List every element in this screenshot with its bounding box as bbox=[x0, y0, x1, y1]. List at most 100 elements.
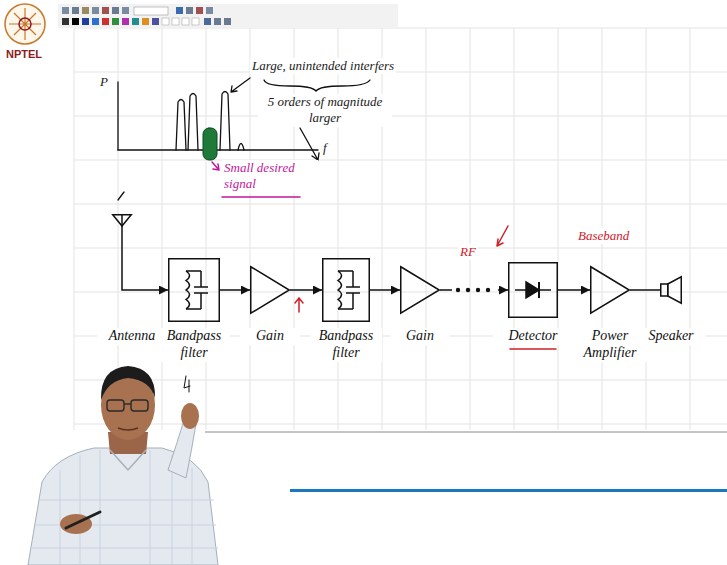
annotations bbox=[184, 162, 556, 392]
axis-label: P bbox=[98, 74, 110, 90]
block-caption: Antenna bbox=[97, 328, 167, 345]
color-swatch bbox=[122, 18, 129, 25]
antenna-symbol bbox=[113, 215, 132, 242]
filter-outline bbox=[323, 259, 370, 322]
grid-line bbox=[470, 28, 471, 430]
antenna-symbol bbox=[112, 214, 132, 242]
annotation: 5 orders of magnitude larger bbox=[258, 94, 392, 127]
detector-box: Detector bbox=[508, 262, 558, 318]
signal-connector bbox=[440, 289, 508, 291]
tool-icon bbox=[196, 7, 203, 14]
detector-outline bbox=[509, 263, 558, 318]
tool-icon bbox=[204, 18, 211, 25]
color-swatch bbox=[132, 18, 139, 25]
glasses bbox=[107, 400, 124, 411]
grid-line bbox=[74, 380, 727, 381]
amplifier-triangle bbox=[401, 267, 440, 314]
logo-core bbox=[19, 18, 31, 30]
pen-mark bbox=[118, 192, 124, 200]
color-swatch bbox=[112, 18, 119, 25]
bandpass-filter-box bbox=[322, 258, 370, 322]
block-caption: Speaker bbox=[636, 328, 706, 345]
annotation: Large, unintended interfers bbox=[250, 58, 396, 74]
power-amplifier: Power Amplifier bbox=[590, 266, 630, 314]
tool-icon bbox=[102, 7, 109, 14]
logo-ring bbox=[5, 4, 45, 44]
block-caption: Detector bbox=[493, 328, 573, 345]
grid-line bbox=[250, 28, 251, 430]
signal-connector bbox=[630, 289, 660, 291]
grid-line bbox=[74, 72, 727, 73]
color-swatch bbox=[102, 18, 109, 25]
continuation-dot bbox=[466, 288, 470, 292]
tool-icon bbox=[122, 7, 129, 14]
block-caption: Bandpass filter bbox=[310, 328, 382, 362]
grid-line bbox=[558, 28, 559, 430]
glasses bbox=[124, 403, 131, 404]
block-caption: Bandpass filter bbox=[158, 328, 230, 362]
tool-icon bbox=[62, 7, 69, 14]
capacitor-symbol bbox=[194, 271, 208, 309]
speaker-magnet bbox=[661, 284, 668, 296]
tool-icon bbox=[72, 7, 79, 14]
detector-box bbox=[509, 263, 558, 318]
grid-line bbox=[338, 28, 339, 430]
red-underline bbox=[510, 348, 556, 350]
shirt bbox=[28, 448, 218, 565]
tool-icon bbox=[112, 7, 119, 14]
color-swatch bbox=[162, 18, 169, 25]
color-swatch bbox=[142, 18, 149, 25]
bandpass-filter-box: Bandpass filter bbox=[168, 258, 220, 322]
gain-amplifier: Gain bbox=[250, 266, 290, 314]
color-swatch bbox=[152, 18, 159, 25]
grid-line bbox=[646, 28, 647, 430]
tool-icon bbox=[206, 7, 213, 14]
tool-icon bbox=[82, 7, 89, 14]
speaker-symbol bbox=[661, 277, 682, 304]
hand bbox=[181, 403, 199, 429]
gain-amplifier bbox=[400, 266, 440, 314]
signal-connector bbox=[290, 289, 322, 291]
bandpass-filter-box bbox=[168, 258, 220, 322]
toolbar-strip bbox=[58, 4, 398, 28]
speaker-cone bbox=[668, 277, 682, 304]
desired-signal-blob bbox=[203, 128, 217, 160]
y-axis bbox=[117, 82, 118, 150]
toolbar bbox=[58, 4, 398, 28]
speaker-symbol: Speaker bbox=[660, 276, 682, 304]
signal-connector bbox=[220, 289, 250, 291]
power-amplifier bbox=[590, 266, 630, 314]
antenna-mast bbox=[121, 215, 123, 242]
grid-line bbox=[74, 160, 727, 161]
x-axis bbox=[118, 149, 318, 150]
presenter bbox=[28, 366, 218, 565]
grid-line bbox=[426, 28, 427, 430]
brace bbox=[264, 80, 370, 91]
tool-icon bbox=[176, 7, 183, 14]
small-peak bbox=[238, 144, 244, 151]
gain-amplifier bbox=[401, 267, 440, 314]
grid-line bbox=[162, 28, 163, 430]
tool-icon bbox=[214, 18, 221, 25]
annotation: Small desired signal bbox=[222, 160, 318, 193]
signal-connector bbox=[370, 289, 400, 291]
grid-line bbox=[382, 28, 383, 430]
hair bbox=[101, 366, 155, 400]
grid bbox=[74, 28, 727, 430]
filter-wire bbox=[186, 271, 201, 309]
slide-frame bbox=[205, 432, 727, 492]
grid-line bbox=[294, 28, 295, 430]
inductor-symbol bbox=[186, 271, 190, 309]
axis-label: f bbox=[321, 140, 329, 156]
gain-amplifier: Gain bbox=[400, 266, 440, 314]
mouth bbox=[118, 428, 138, 430]
color-swatch bbox=[182, 18, 189, 25]
color-swatch bbox=[82, 18, 89, 25]
gain-amplifier bbox=[251, 267, 290, 314]
filter-outline bbox=[169, 259, 220, 322]
bandpass-filter-box bbox=[323, 259, 370, 322]
inductor-symbol bbox=[338, 271, 342, 309]
red-arrow bbox=[295, 298, 303, 312]
bandpass-filter-box: Bandpass filter bbox=[322, 258, 370, 322]
tool-dropdown bbox=[134, 7, 168, 15]
